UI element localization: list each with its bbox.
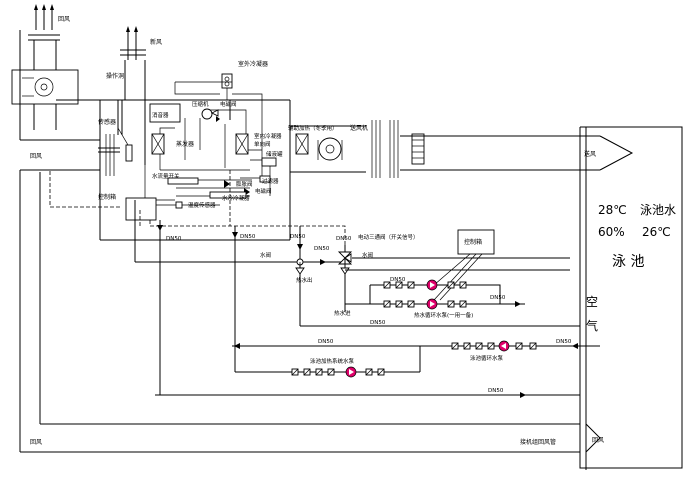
muffler [149,103,181,123]
hot-water-pump-2[interactable] [426,298,438,310]
temp-sensor [175,201,183,209]
label-dn-d: DN50 [336,236,352,242]
hot-water-pump-1[interactable] [426,279,438,291]
label-dn-j: DN50 [556,339,572,345]
label-solenoid-valve-2: 电磁阀 [255,187,272,195]
label-fresh-air: 新风 [150,38,162,46]
outdoor-condenser [221,73,233,100]
label-water-condenser: 水冷冷凝器 [222,194,250,202]
label-pool-pump: 泳池循环水泵 [470,354,504,362]
pool-air-temp: 28℃ [598,203,627,217]
label-water-valve-right: 水阀 [362,251,373,259]
supply-air-duct [290,120,634,178]
label-dn-k: DN50 [488,388,504,394]
label-dn-c: DN50 [290,234,306,240]
pool-circulation-pump[interactable] [498,340,510,352]
label-dn-g: DN50 [490,295,506,301]
label-operation-hole: 操作洞 [106,72,124,80]
label-receiver: 储液罐 [266,150,283,158]
label-dn-i: DN50 [318,339,334,345]
label-muffler: 消音器 [152,111,169,119]
label-hot-water-in: 热水进 [334,309,351,317]
label-control-box-2: 控制箱 [464,238,482,246]
label-aux-heat: 辅助加热（冬季用） [288,124,338,132]
label-compressor: 压缩机 [192,100,209,108]
label-pool-heat-pump: 泳池加热系统水泵 [310,357,355,365]
pipe-fittings [291,281,537,376]
label-dn-f: DN50 [390,277,406,283]
control-box[interactable] [125,197,157,221]
pool-water-temp: 26℃ [642,225,671,239]
label-return-air-bottom: 回风 [30,439,42,446]
label-expansion-valve: 膨胀阀 [236,180,253,188]
solenoid-valve-top [210,109,219,117]
label-dn-b: DN50 [240,234,256,240]
filter [259,175,271,183]
aux-heater [295,133,309,155]
pool-name: 泳 池 [612,254,644,270]
label-dn-h: DN50 [370,320,386,326]
control-to-pumps [433,253,483,301]
return-air-intake [11,4,79,140]
indoor-condenser [235,133,249,155]
sensor [117,127,133,162]
label-temp-sensor: 温度传感器 [188,201,216,209]
air-char-2: 气 [586,318,598,333]
label-evaporator: 蒸发器 [176,140,194,148]
label-hot-water-out: 热水出 [296,276,313,284]
water-piping [134,200,600,398]
label-indoor-condenser: 室内冷凝器 [254,132,282,140]
label-water-flow-switch: 水流量开关 [152,172,180,180]
label-three-way-valve: 电动三通阀（开关信号） [358,233,419,241]
return-air-duct-bottom [19,170,601,453]
label-dn-a: DN50 [166,236,182,242]
water-valve-right[interactable] [340,267,350,275]
label-filter: 过滤器 [262,177,279,185]
evaporator [151,133,165,155]
label-water-valve-left: 水阀 [260,251,271,259]
label-solenoid-valve: 电磁阀 [220,100,237,108]
supply-fan [317,137,343,161]
pool-heating-pump[interactable] [345,366,357,378]
three-way-valve[interactable] [337,251,353,259]
water-flow-switch [167,177,199,185]
label-return-air-top: 回风 [58,16,70,23]
label-supply-air: 送风 [584,150,596,158]
pool-room [579,126,683,470]
label-outdoor-condenser: 室外冷凝器 [238,60,268,68]
label-return-air-left: 回风 [30,153,42,160]
label-sensor: 传感器 [98,118,116,126]
label-hot-water-pump: 热水循环水泵(一用一备) [414,311,473,319]
expansion-valve [224,180,230,188]
label-return-air-right: 回风 [592,437,604,444]
pool-humidity: 60% [598,225,625,239]
label-return-duct: 接机组回风管 [520,438,556,446]
compressor [201,108,213,120]
receiver [261,157,277,167]
label-check-valve: 单向阀 [254,140,271,148]
air-char-1: 空 [586,295,598,309]
water-condenser [209,191,247,199]
control-signal-lines [49,170,346,245]
pool-water-label: 泳池水 [640,203,676,217]
label-supply-fan: 送风机 [350,124,368,132]
fresh-air-intake [120,26,146,100]
return-air-duct-left [20,134,115,176]
label-control-box: 控制箱 [98,193,116,201]
label-dn-e: DN50 [314,246,330,252]
